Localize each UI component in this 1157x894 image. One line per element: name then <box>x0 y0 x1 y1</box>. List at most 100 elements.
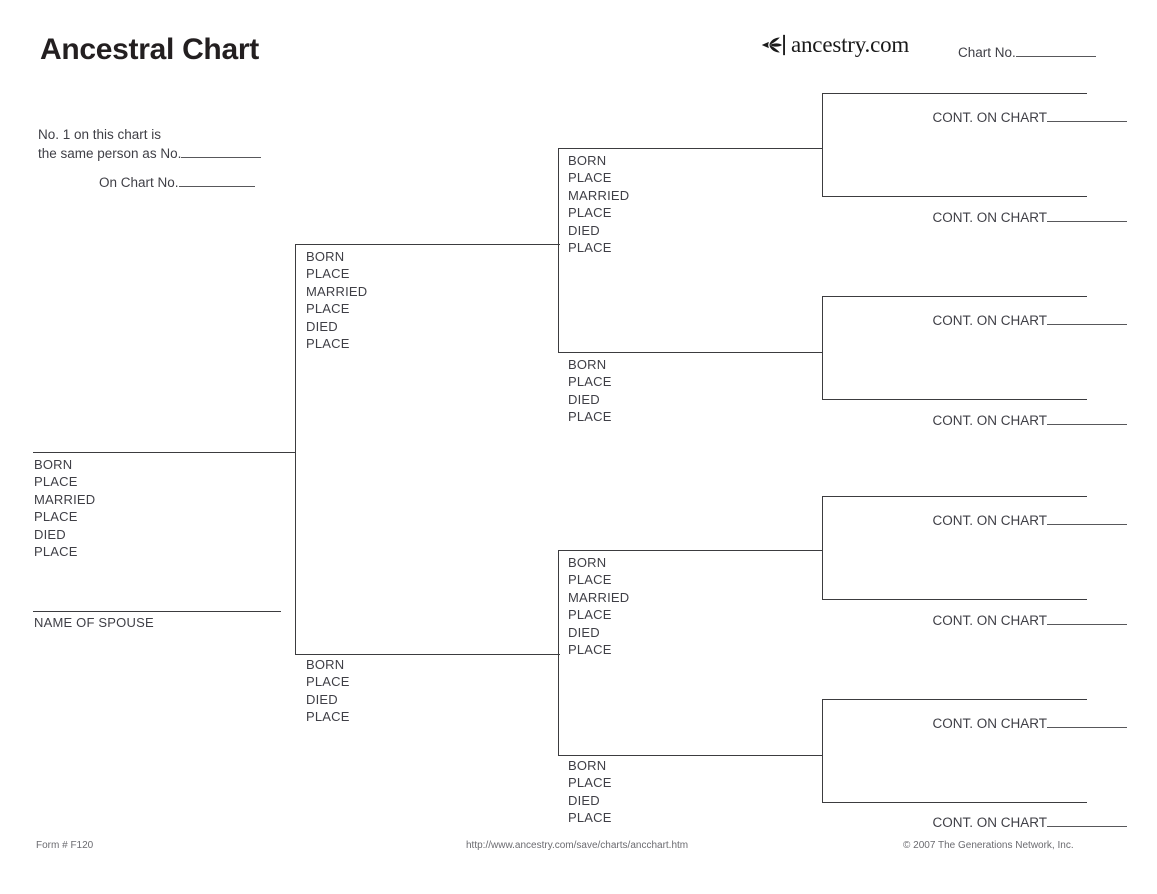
gen4-slot-7-name-line[interactable] <box>822 699 1087 700</box>
gen2-father-to-gen3-stub <box>540 244 559 245</box>
cont-chart-blank[interactable] <box>1047 424 1127 425</box>
cont-on-chart-label: CONT. ON CHART <box>932 313 1047 328</box>
field-married: MARRIED <box>34 491 96 507</box>
on-chart-number-blank[interactable] <box>178 186 255 187</box>
gen4-slot-5-name-line[interactable] <box>822 496 1087 497</box>
field-place: PLACE <box>568 775 612 791</box>
field-born: BORN <box>34 457 73 472</box>
field-died: DIED <box>568 624 600 640</box>
gen3-upper-bracket-vertical <box>558 148 559 353</box>
page-title: Ancestral Chart <box>40 33 259 66</box>
ancestry-leaf-icon <box>761 34 785 56</box>
gen3-to-gen4-stub-4 <box>804 755 823 756</box>
gen2-mother-fields: BORN PLACE DIED PLACE <box>306 656 350 726</box>
gen4-slot-8-cont[interactable]: CONT. ON CHART <box>827 815 1127 830</box>
gen4-slot-7-cont[interactable]: CONT. ON CHART <box>827 716 1127 731</box>
field-place: PLACE <box>306 266 350 282</box>
gen4-slot-6-cont[interactable]: CONT. ON CHART <box>827 613 1127 628</box>
gen4-slot-2-name-line[interactable] <box>822 196 1087 197</box>
gen4-bracket-1-vertical <box>822 93 823 197</box>
field-born: BORN <box>568 555 607 570</box>
cross-reference-note: No. 1 on this chart is the same person a… <box>38 125 262 163</box>
person-1-name-line[interactable] <box>33 452 295 453</box>
gen3-paternal-grandfather-name-line[interactable] <box>558 148 823 149</box>
gen3-maternal-grandfather-name-line[interactable] <box>558 550 823 551</box>
cont-chart-blank[interactable] <box>1047 624 1127 625</box>
spouse-label: NAME OF SPOUSE <box>34 615 154 630</box>
chart-number-field[interactable]: Chart No. <box>958 45 1096 60</box>
gen4-bracket-4-vertical <box>822 699 823 803</box>
person-1-fields: BORN PLACE MARRIED PLACE DIED PLACE <box>34 456 95 560</box>
cont-chart-blank[interactable] <box>1047 221 1127 222</box>
cont-chart-blank[interactable] <box>1047 727 1127 728</box>
cont-chart-blank[interactable] <box>1047 524 1127 525</box>
field-born: BORN <box>568 153 607 168</box>
gen1-to-gen2-stub <box>276 452 296 453</box>
field-place: PLACE <box>568 240 612 256</box>
xref-line-2-wrap[interactable]: the same person as No. <box>38 144 262 163</box>
gen4-slot-6-name-line[interactable] <box>822 599 1087 600</box>
field-place: PLACE <box>34 544 78 560</box>
cont-on-chart-label: CONT. ON CHART <box>932 413 1047 428</box>
field-born: BORN <box>568 758 607 773</box>
field-born: BORN <box>568 357 607 372</box>
field-died: DIED <box>306 691 338 707</box>
gen4-slot-2-cont[interactable]: CONT. ON CHART <box>827 210 1127 225</box>
footer-copyright: © 2007 The Generations Network, Inc. <box>903 840 1074 851</box>
gen2-mother-to-gen3-stub <box>540 654 559 655</box>
gen4-bracket-2-vertical <box>822 296 823 400</box>
gen4-slot-1-name-line[interactable] <box>822 93 1087 94</box>
gen3-paternal-grandmother-name-line[interactable] <box>558 352 823 353</box>
field-place: PLACE <box>568 409 612 425</box>
person-1-spouse-label-wrap: NAME OF SPOUSE <box>34 614 154 631</box>
gen4-slot-4-name-line[interactable] <box>822 399 1087 400</box>
chart-number-blank[interactable] <box>1015 56 1096 57</box>
gen3-to-gen4-stub-3 <box>804 550 823 551</box>
person-1-spouse-line[interactable] <box>33 611 281 612</box>
field-married: MARRIED <box>568 187 630 203</box>
gen4-slot-3-cont[interactable]: CONT. ON CHART <box>827 313 1127 328</box>
gen4-slot-4-cont[interactable]: CONT. ON CHART <box>827 413 1127 428</box>
chart-number-label: Chart No. <box>958 45 1016 60</box>
field-died: DIED <box>568 222 600 238</box>
gen3-to-gen4-stub-1 <box>804 148 823 149</box>
cont-on-chart-label: CONT. ON CHART <box>932 716 1047 731</box>
field-died: DIED <box>568 391 600 407</box>
field-married: MARRIED <box>568 589 630 605</box>
field-place: PLACE <box>568 572 612 588</box>
field-place: PLACE <box>306 336 350 352</box>
gen4-slot-1-cont[interactable]: CONT. ON CHART <box>827 110 1127 125</box>
gen3-lower-bracket-vertical <box>558 550 559 755</box>
field-place: PLACE <box>34 509 78 525</box>
field-place: PLACE <box>568 810 612 826</box>
cont-chart-blank[interactable] <box>1047 121 1127 122</box>
field-place: PLACE <box>568 170 612 186</box>
field-died: DIED <box>568 792 600 808</box>
field-place: PLACE <box>568 642 612 658</box>
gen3-paternal-grandmother-fields: BORN PLACE DIED PLACE <box>568 356 612 426</box>
cont-on-chart-label: CONT. ON CHART <box>932 110 1047 125</box>
ancestry-brand: ancestry.com <box>760 30 909 60</box>
gen3-maternal-grandmother-name-line[interactable] <box>558 755 823 756</box>
footer-url[interactable]: http://www.ancestry.com/save/charts/ancc… <box>466 840 689 851</box>
gen4-slot-5-cont[interactable]: CONT. ON CHART <box>827 513 1127 528</box>
cont-on-chart-label: CONT. ON CHART <box>932 815 1047 830</box>
on-chart-label: On Chart No. <box>99 175 179 190</box>
field-died: DIED <box>34 526 66 542</box>
gen4-bracket-3-vertical <box>822 496 823 600</box>
gen4-slot-3-name-line[interactable] <box>822 296 1087 297</box>
cont-chart-blank[interactable] <box>1047 826 1127 827</box>
gen3-maternal-grandmother-fields: BORN PLACE DIED PLACE <box>568 757 612 827</box>
field-died: DIED <box>306 318 338 334</box>
same-person-number-blank[interactable] <box>181 157 262 158</box>
gen4-slot-8-name-line[interactable] <box>822 802 1087 803</box>
field-place: PLACE <box>306 301 350 317</box>
field-place: PLACE <box>34 474 78 490</box>
gen2-father-name-line[interactable] <box>295 244 560 245</box>
gen2-mother-name-line[interactable] <box>295 654 560 655</box>
cont-on-chart-label: CONT. ON CHART <box>932 210 1047 225</box>
cont-chart-blank[interactable] <box>1047 324 1127 325</box>
cont-on-chart-label: CONT. ON CHART <box>932 513 1047 528</box>
on-chart-number-field[interactable]: On Chart No. <box>99 175 255 190</box>
